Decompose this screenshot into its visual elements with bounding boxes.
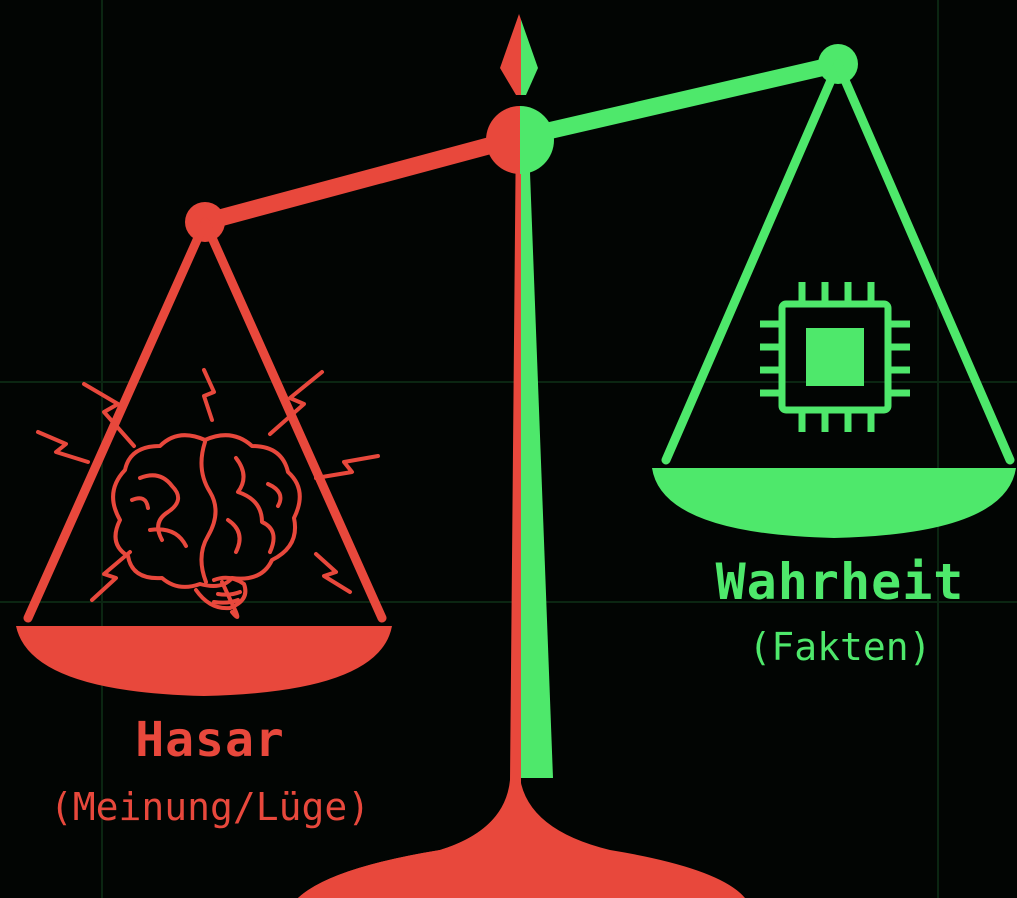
brain-icon <box>111 433 302 619</box>
left-pan-subtitle: (Meinung/Lüge) <box>49 785 371 829</box>
left-pan-title: Hasar <box>135 712 285 768</box>
right-pan <box>652 59 1016 538</box>
left-pan <box>16 217 392 696</box>
right-pan-title: Wahrheit <box>715 553 965 611</box>
scale-base <box>298 778 745 898</box>
pillar-right-half <box>521 19 553 778</box>
chip-icon <box>760 282 910 432</box>
right-pan-subtitle: (Fakten) <box>748 625 932 669</box>
lightning-bolts <box>36 368 380 602</box>
